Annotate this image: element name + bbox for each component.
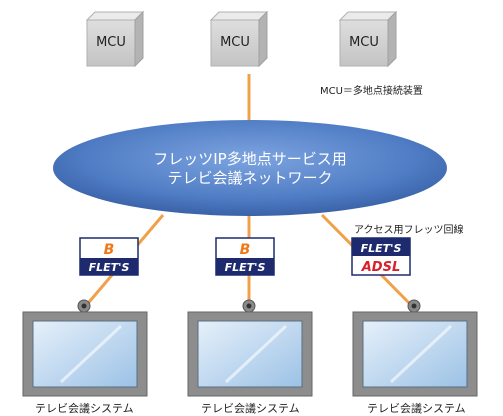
badge-left-bottom: FLET'S	[89, 261, 130, 274]
mcu-cube-1	[85, 10, 145, 68]
terminal-label-center: テレビ会議システム	[201, 402, 300, 415]
mcu-cube-3	[338, 10, 398, 68]
access-line-note: アクセス用フレッツ回線	[354, 225, 464, 236]
network-title: フレッツIP多地点サービス用 テレビ会議ネットワーク	[70, 150, 430, 188]
flets-badge-left: B FLET'S	[79, 237, 139, 276]
network-title-line1: フレッツIP多地点サービス用	[153, 150, 347, 168]
terminal-left	[22, 299, 148, 397]
badge-center-bottom: FLET'S	[225, 261, 266, 274]
mcu-note: MCU＝多地点接続装置	[320, 86, 423, 97]
terminal-center	[187, 299, 313, 397]
network-title-line2: テレビ会議ネットワーク	[167, 169, 333, 187]
mcu-label-2: MCU	[220, 35, 250, 50]
terminal-right	[352, 299, 478, 397]
badge-right-bottom: ADSL	[361, 260, 401, 275]
terminal-label-left: テレビ会議システム	[35, 402, 134, 415]
terminal-label-right: テレビ会議システム	[367, 402, 466, 415]
badge-left-top: B	[104, 242, 115, 258]
badge-right-top: FLET'S	[361, 242, 402, 255]
flets-adsl-badge: FLET'S ADSL	[351, 237, 411, 276]
badge-center-top: B	[240, 242, 251, 258]
mcu-cube-2	[209, 10, 269, 68]
mcu-label-1: MCU	[96, 35, 126, 50]
flets-badge-center: B FLET'S	[215, 237, 275, 276]
network-cloud	[53, 120, 447, 216]
mcu-label-3: MCU	[349, 35, 379, 50]
